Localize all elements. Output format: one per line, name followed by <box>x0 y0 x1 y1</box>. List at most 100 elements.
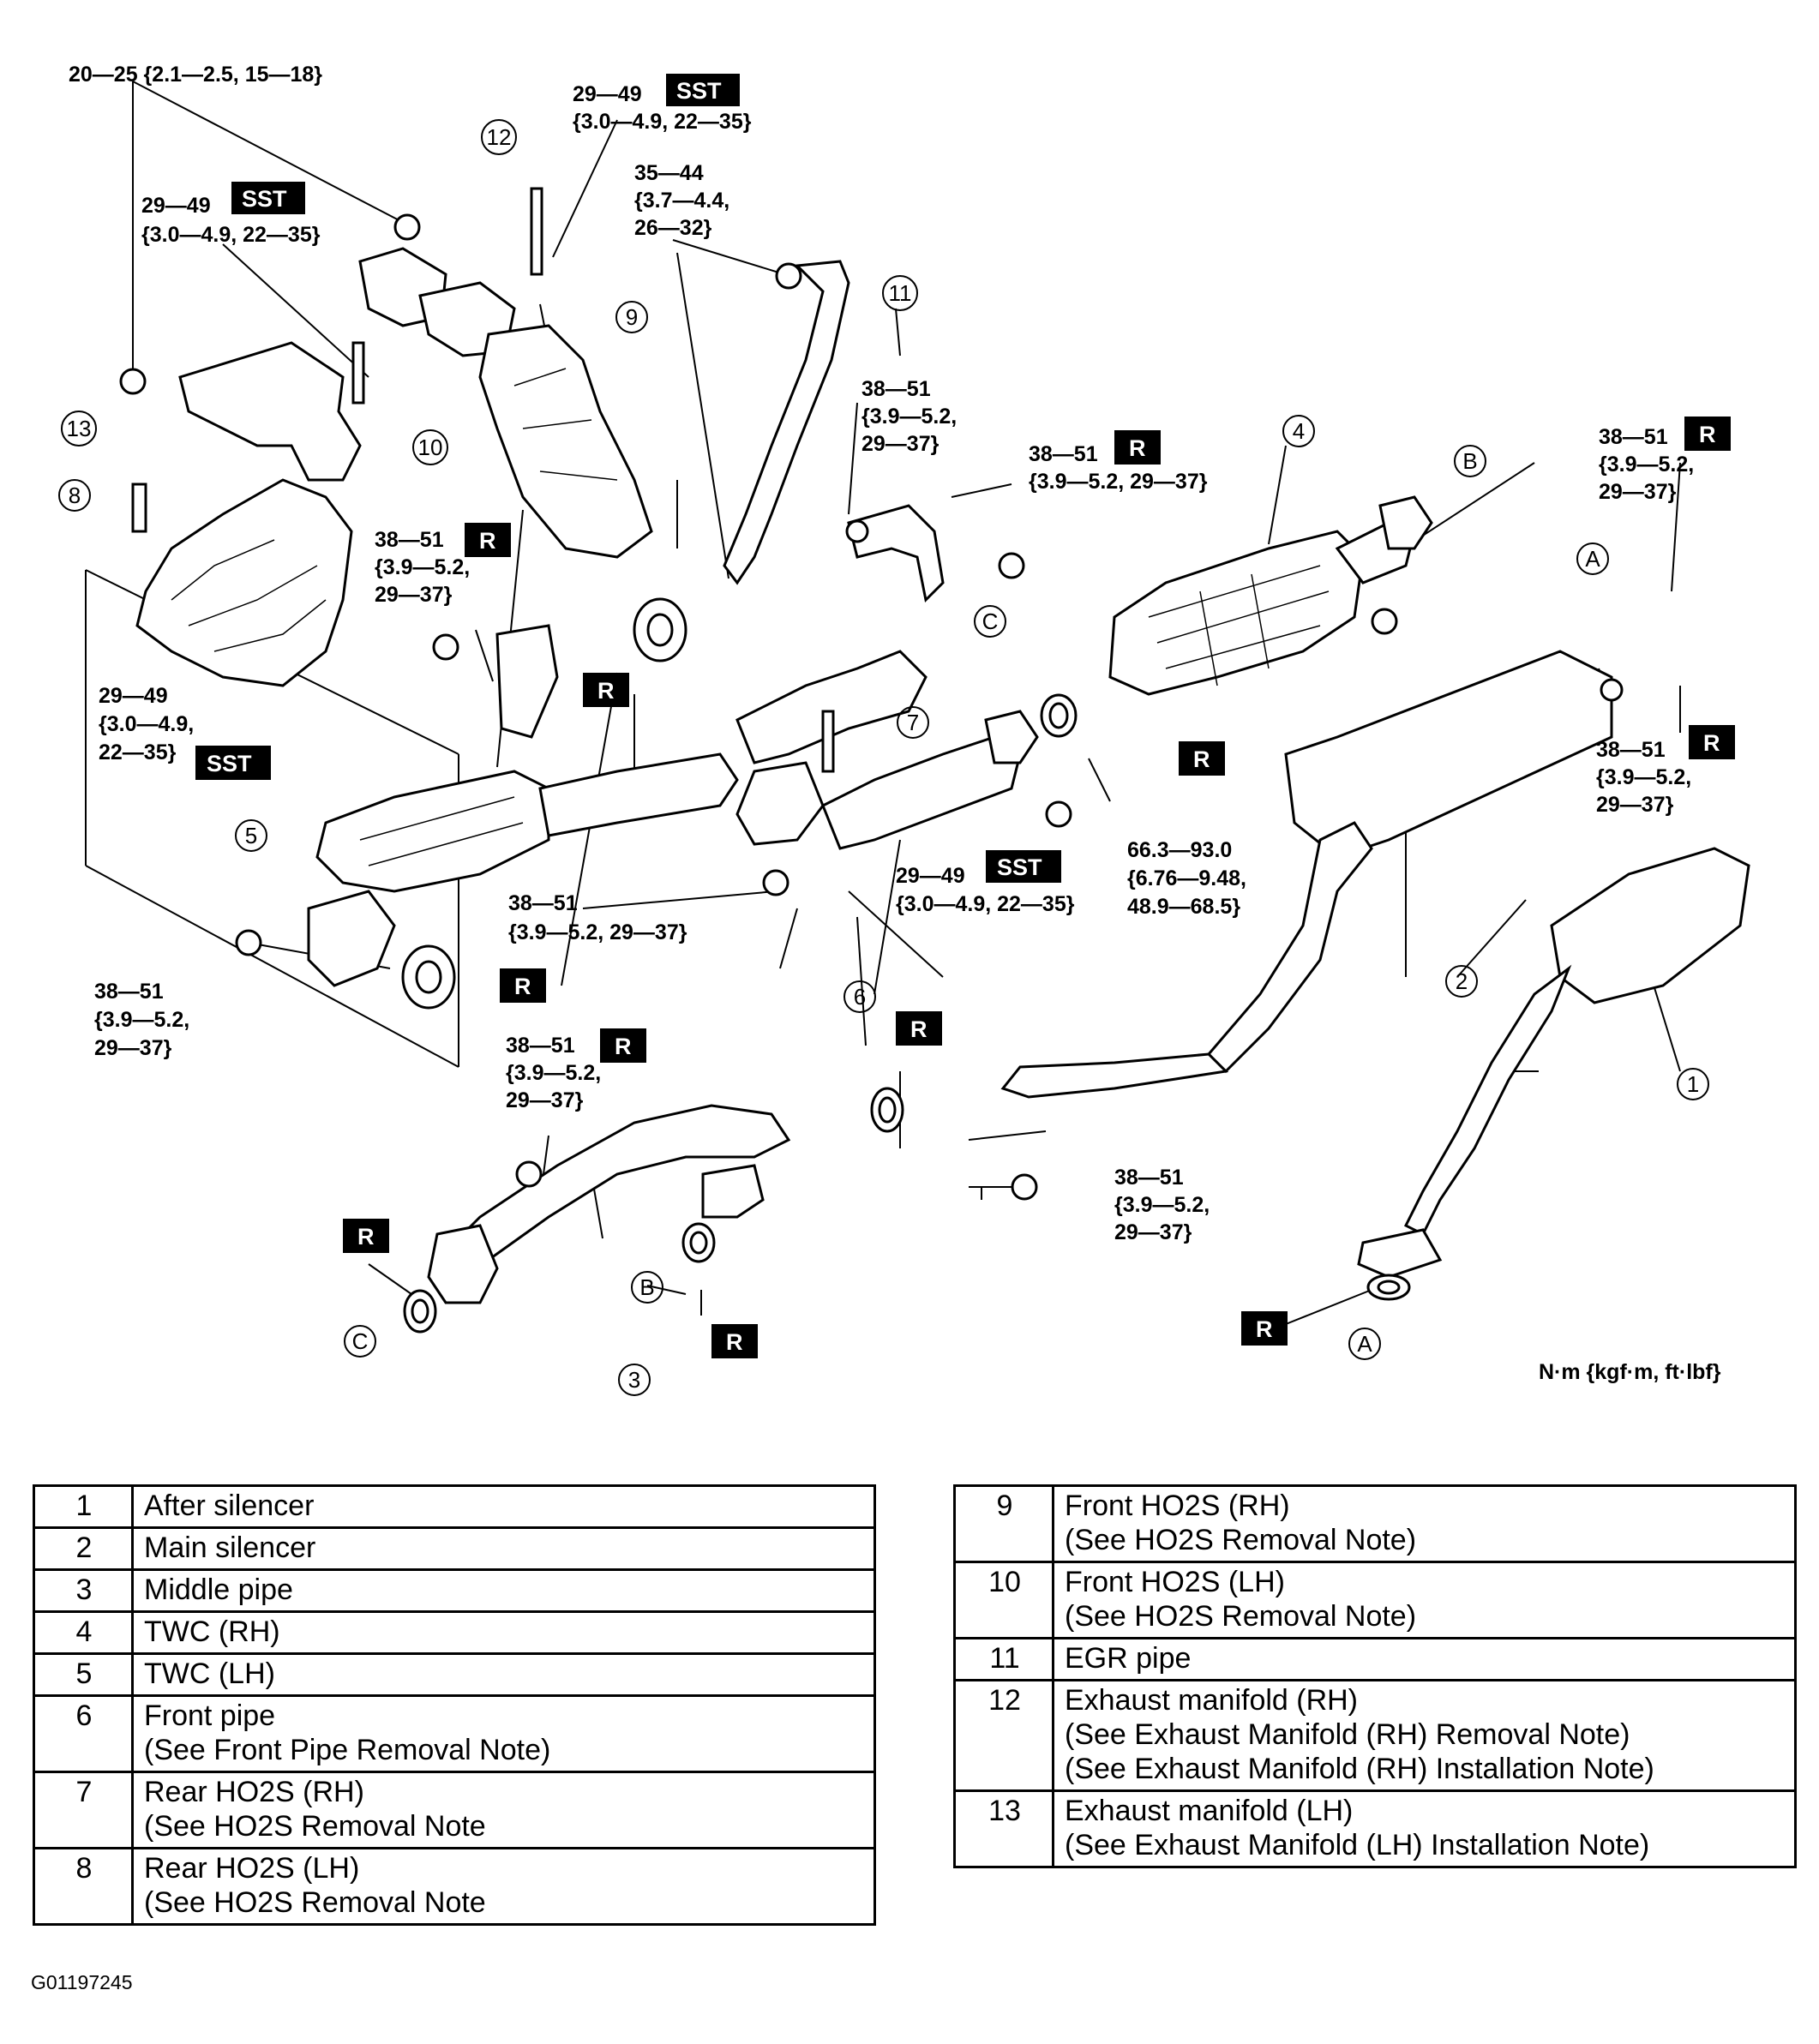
torque-spec: {3.9—5.2, 29—37} <box>1029 470 1208 494</box>
exhaust-system-diagram: 20—25 {2.1—2.5, 15—18} 29—49 {3.0—4.9, 2… <box>58 63 1750 1396</box>
part-number: 9 <box>953 1484 1054 1563</box>
sst-badges: SST SST SST SST <box>195 74 1061 883</box>
callout-4: 4 <box>1293 418 1305 444</box>
torque-spec: 38—51 <box>94 980 164 1004</box>
torque-spec: {3.0—4.9, 22—35} <box>573 110 752 134</box>
connector-c: C <box>352 1328 369 1354</box>
unit-note: N·m {kgf·m, ft·lbf} <box>1539 1360 1721 1384</box>
part-number: 12 <box>953 1679 1054 1792</box>
sst-badge: SST <box>676 78 722 104</box>
sst-badge: SST <box>207 751 252 776</box>
torque-spec: {3.9—5.2, <box>1596 765 1691 789</box>
torque-spec: 29—37} <box>94 1036 172 1060</box>
torque-spec: 29—37} <box>375 583 453 607</box>
torque-spec: 38—51 <box>375 528 444 552</box>
part-number: 2 <box>33 1526 134 1571</box>
torque-spec: 29—49 <box>141 194 211 218</box>
connector-b: B <box>639 1274 654 1300</box>
torque-spec: {3.9—5.2, 29—37} <box>508 920 687 944</box>
r-badge: R <box>597 678 615 704</box>
connector-a: A <box>1357 1331 1372 1357</box>
torque-spec: 26—32} <box>634 216 712 240</box>
part-name: Front pipe(See Front Pipe Removal Note) <box>131 1694 876 1773</box>
callout-5: 5 <box>245 823 257 848</box>
part-number: 5 <box>33 1652 134 1697</box>
r-badge: R <box>1703 730 1720 756</box>
part-number: 4 <box>33 1610 134 1655</box>
part-number: 10 <box>953 1561 1054 1639</box>
part-number: 11 <box>953 1637 1054 1681</box>
torque-spec: {3.7—4.4, <box>634 189 729 213</box>
part-name: Exhaust manifold (LH)(See Exhaust Manifo… <box>1052 1789 1797 1868</box>
torque-spec: {3.9—5.2, <box>1114 1193 1210 1217</box>
torque-spec: 38—51 <box>1114 1166 1184 1190</box>
torque-spec: 29—37} <box>861 432 940 456</box>
torque-spec: {3.9—5.2, <box>861 405 957 429</box>
part-name: Rear HO2S (RH)(See HO2S Removal Note <box>131 1771 876 1849</box>
callout-12: 12 <box>487 124 512 150</box>
part-name: TWC (LH) <box>131 1652 876 1697</box>
r-badge: R <box>910 1016 928 1042</box>
r-badge: R <box>357 1224 375 1250</box>
callout-11: 11 <box>889 280 912 306</box>
part-name: Exhaust manifold (RH)(See Exhaust Manifo… <box>1052 1679 1797 1792</box>
figure-id: G01197245 <box>31 1971 133 1993</box>
torque-spec: 29—37} <box>506 1088 584 1112</box>
callout-2: 2 <box>1456 968 1468 994</box>
part-number: 3 <box>33 1568 134 1613</box>
r-badge: R <box>726 1329 743 1355</box>
connector-a: A <box>1585 546 1600 572</box>
torque-spec: 38—51 <box>1599 425 1668 449</box>
torque-spec: 22—35} <box>99 740 177 764</box>
sst-badge: SST <box>242 186 287 212</box>
r-badge: R <box>615 1034 632 1059</box>
r-badge: R <box>1699 422 1716 447</box>
connector-c: C <box>982 608 999 634</box>
connector-letters: A A B B C C <box>344 445 1609 1360</box>
torque-spec: {3.0—4.9, 22—35} <box>141 223 321 247</box>
callout-10: 10 <box>418 435 443 460</box>
part-number: 13 <box>953 1789 1054 1868</box>
connector-b: B <box>1462 448 1477 474</box>
torque-spec: 29—49 <box>896 864 965 888</box>
part-name: After silencer <box>131 1484 876 1529</box>
torque-spec: 38—51 <box>506 1034 575 1058</box>
torque-spec: 29—37} <box>1596 793 1674 817</box>
part-number: 6 <box>33 1694 134 1773</box>
r-badge: R <box>514 974 531 999</box>
torque-specs: 20—25 {2.1—2.5, 15—18} 29—49 {3.0—4.9, 2… <box>69 63 1694 1244</box>
callout-9: 9 <box>626 304 638 330</box>
r-badge: R <box>1193 746 1210 772</box>
callout-3: 3 <box>628 1367 640 1393</box>
torque-spec: 29—37} <box>1599 480 1677 504</box>
part-name: Main silencer <box>131 1526 876 1571</box>
torque-spec: 35—44 <box>634 161 704 185</box>
sst-badge: SST <box>997 854 1042 880</box>
part-number: 8 <box>33 1847 134 1926</box>
torque-spec: 29—49 <box>99 684 168 708</box>
torque-spec: 20—25 {2.1—2.5, 15—18} <box>69 63 322 87</box>
torque-spec: 66.3—93.0 <box>1127 838 1232 862</box>
torque-spec: {3.0—4.9, 22—35} <box>896 892 1075 916</box>
torque-spec: {3.9—5.2, <box>1599 453 1694 477</box>
callout-7: 7 <box>907 710 919 735</box>
torque-spec: 38—51 <box>861 377 931 401</box>
torque-spec: 29—37} <box>1114 1220 1192 1244</box>
torque-spec: 38—51 <box>508 891 578 915</box>
callout-13: 13 <box>67 416 92 441</box>
torque-spec: 38—51 <box>1029 442 1098 466</box>
callout-1: 1 <box>1687 1071 1699 1097</box>
callouts: 1 2 3 4 5 6 7 8 9 10 11 12 13 <box>58 119 1709 1396</box>
